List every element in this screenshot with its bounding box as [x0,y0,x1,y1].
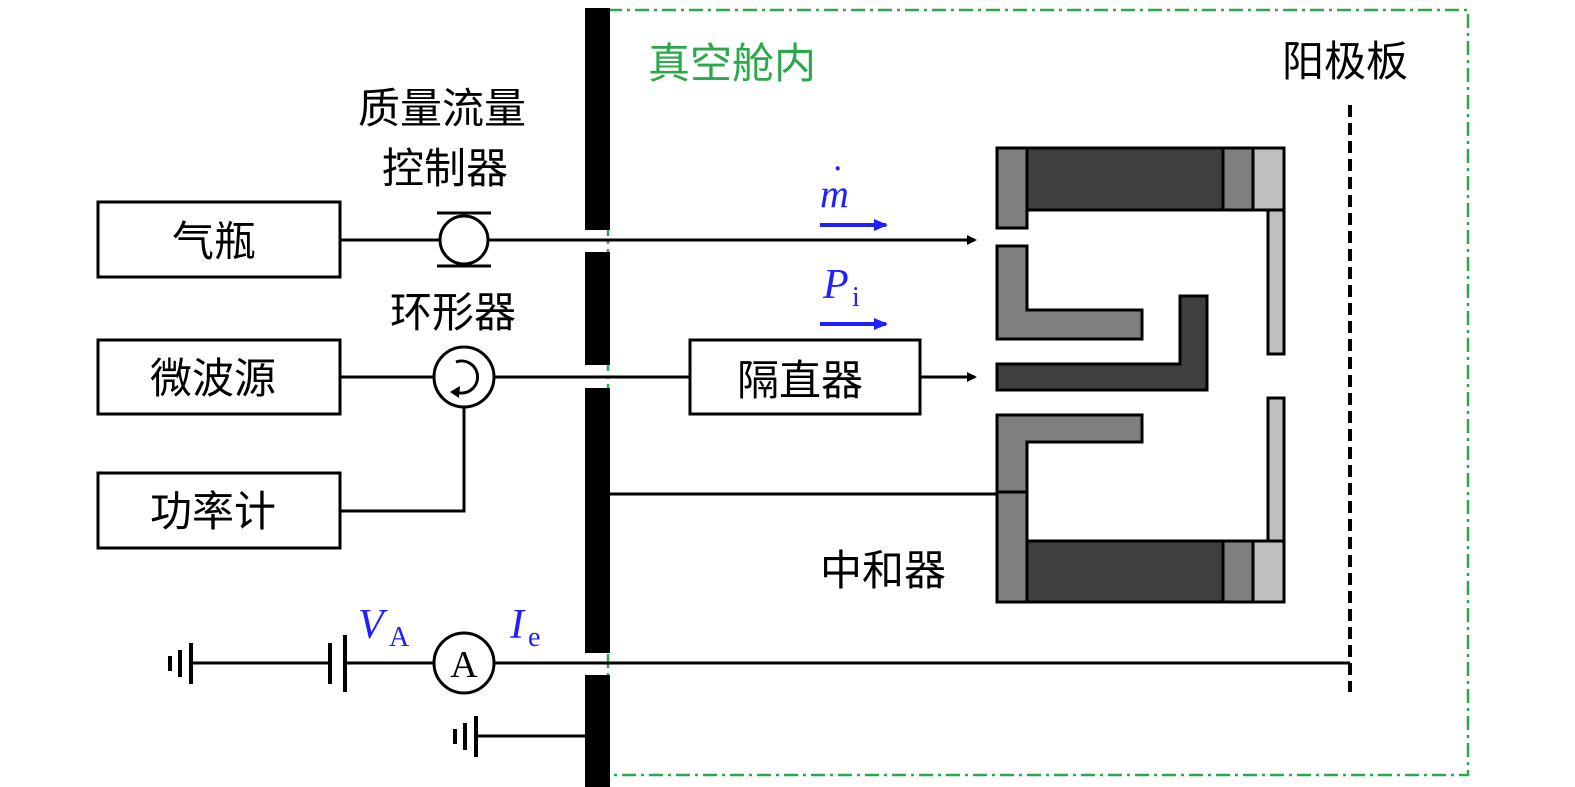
ammeter-symbol: A [432,631,496,695]
neutralizer-label: 中和器 [820,546,946,595]
current-symbol-subscript: e [528,622,540,653]
anode-plate-label: 阳极板 [1282,37,1408,86]
vacuum-chamber-label: 真空舱内 [648,39,816,88]
circulator-label: 环形器 [390,288,516,337]
ammeter-label: A [450,644,478,686]
current-symbol: I [509,602,526,648]
mass-flow-controller-label-line2: 控制器 [382,144,508,193]
ground-symbol-chamber [453,716,478,757]
neutralizer [995,146,1286,604]
voltage-symbol-subscript: A [389,622,410,653]
dc-block-label: 隔直器 [737,356,863,405]
microwave-source-label: 微波源 [150,354,276,403]
power-meter-label: 功率计 [150,487,276,536]
mass-flow-controller-symbol [437,211,491,268]
mass-flow-controller-label-line1: 质量流量 [358,84,526,133]
chamber-wall [585,8,610,787]
battery-symbol [328,635,347,692]
power-symbol: P [822,262,849,308]
power-symbol-subscript: i [852,282,860,313]
circulator-symbol [432,345,496,409]
dc-block-box [688,338,922,416]
ground-symbol-left [168,643,193,684]
mass-flow-symbol: m [820,171,849,216]
power-meter-line [340,407,466,513]
microwave-source-box [96,338,342,416]
voltage-symbol: V [358,602,388,648]
power-meter-box [96,471,342,550]
mass-flow-dot: ˙ [831,157,844,202]
gas-cylinder-label: 气瓶 [172,217,256,266]
